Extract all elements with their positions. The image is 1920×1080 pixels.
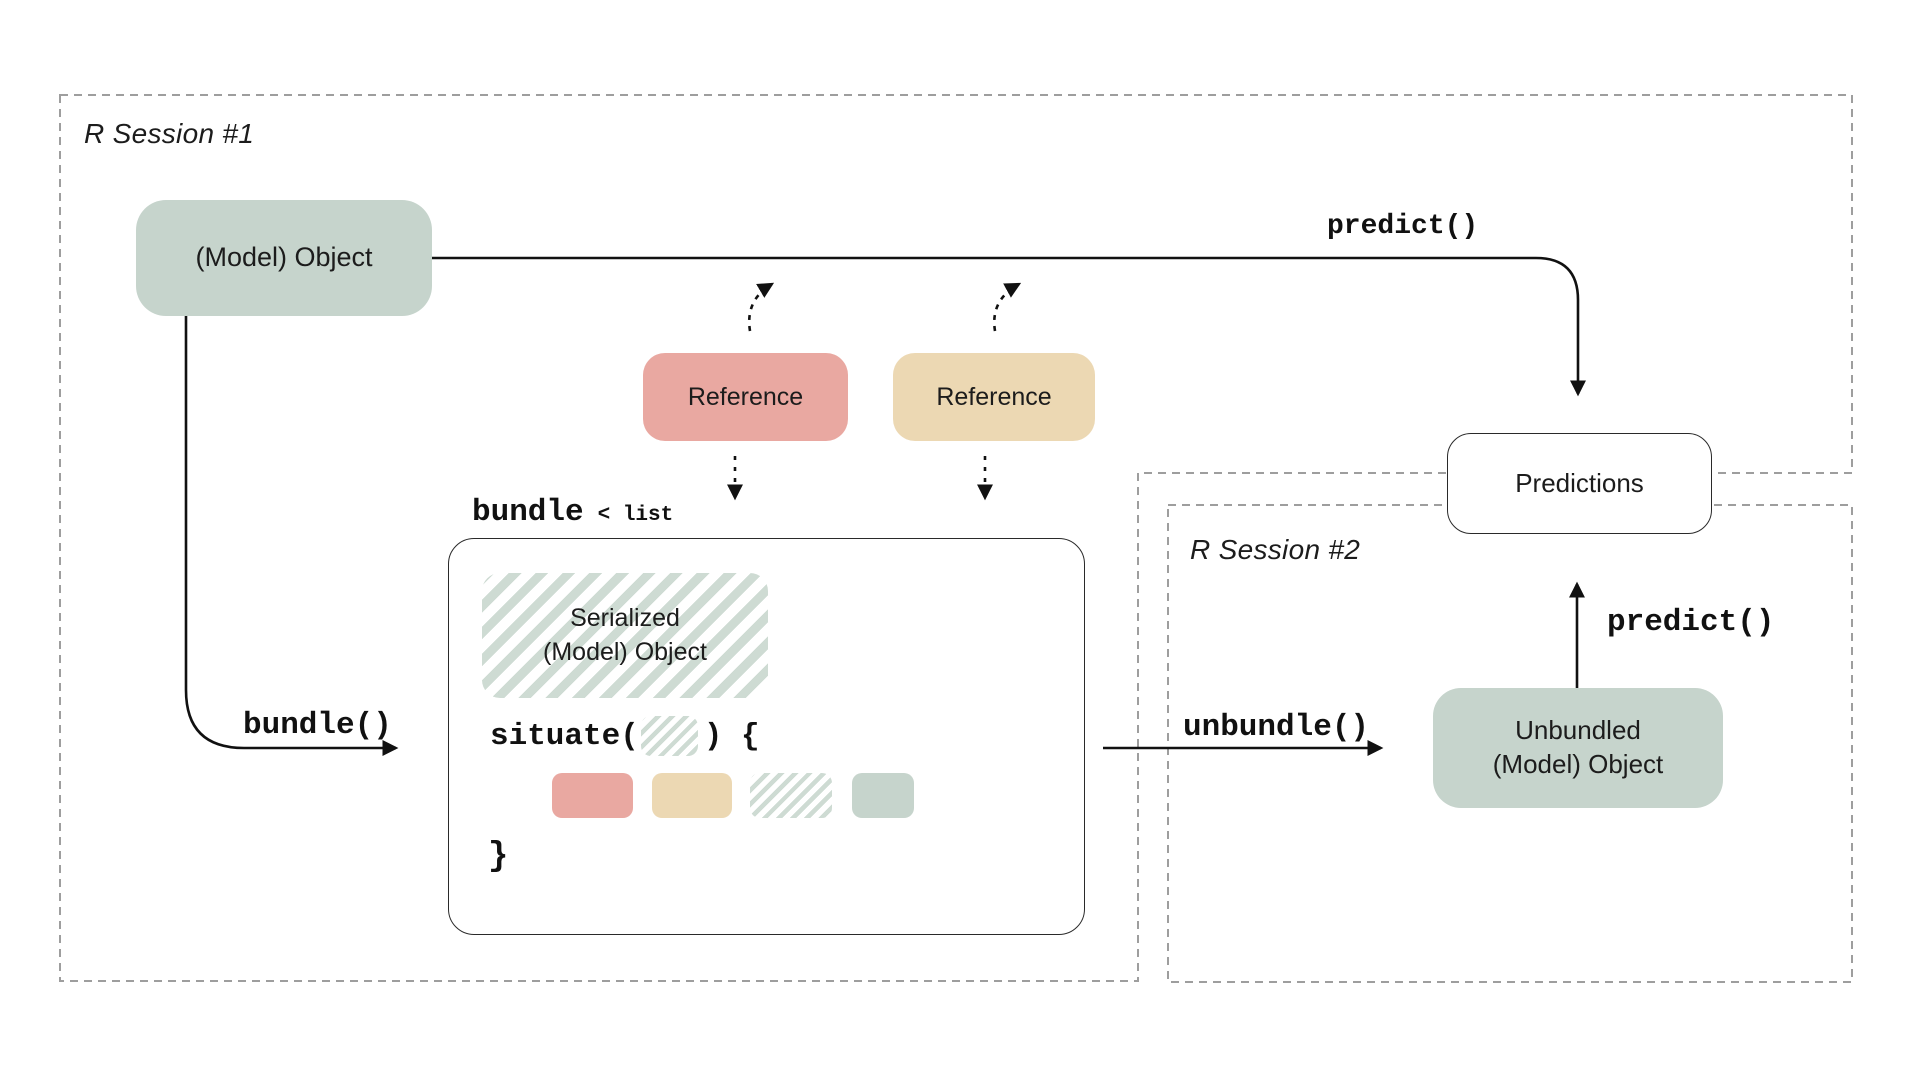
bundle-var-name: bundle: [472, 495, 584, 530]
reference-red-label: Reference: [687, 382, 804, 411]
session1-label: R Session #1: [84, 118, 255, 149]
chip-striped: [750, 773, 832, 818]
bundle-arrow: [184, 316, 399, 757]
chip-salmon: [552, 773, 633, 818]
unbundle-fn-label: unbundle(): [1183, 710, 1370, 745]
chip-sage: [852, 773, 914, 818]
situate-striped-chip: [640, 716, 698, 756]
predictions-node: Predictions: [1447, 433, 1712, 534]
unbundled-model-object-node: Unbundled (Model) Object: [1433, 688, 1723, 808]
model-object-label: (Model) Object: [195, 242, 373, 273]
bundle-fn-label: bundle(): [243, 708, 392, 743]
bundle-header: bundle < list: [472, 495, 673, 530]
closing-brace: }: [488, 838, 509, 876]
serialized-model-object-label: Serialized (Model) Object: [543, 603, 707, 666]
reference-tan-up-arrow: [992, 282, 1022, 332]
bundle-type-hint: < list: [597, 504, 674, 527]
serialized-model-object-node: Serialized (Model) Object: [482, 573, 768, 698]
chip-tan: [652, 773, 732, 818]
reference-red-up-arrow: [747, 282, 775, 332]
session1-border: [59, 94, 1853, 982]
predictions-label: Predictions: [1515, 468, 1644, 498]
predict-top-arrow: [432, 256, 1587, 397]
reference-tan-label: Reference: [936, 382, 1052, 411]
situate-line: situate( ) {: [490, 716, 760, 756]
situate-open: situate(: [490, 718, 639, 754]
unbundled-model-object-label: Unbundled (Model) Object: [1492, 715, 1664, 779]
situate-close: ) {: [703, 718, 760, 754]
session2-label: R Session #2: [1190, 534, 1361, 565]
predict-right-label: predict(): [1607, 605, 1775, 640]
reference-red-node: Reference: [643, 353, 848, 441]
model-object-node: (Model) Object: [136, 200, 432, 316]
predict-top-label: predict(): [1327, 211, 1479, 242]
reference-tan-node: Reference: [893, 353, 1095, 441]
